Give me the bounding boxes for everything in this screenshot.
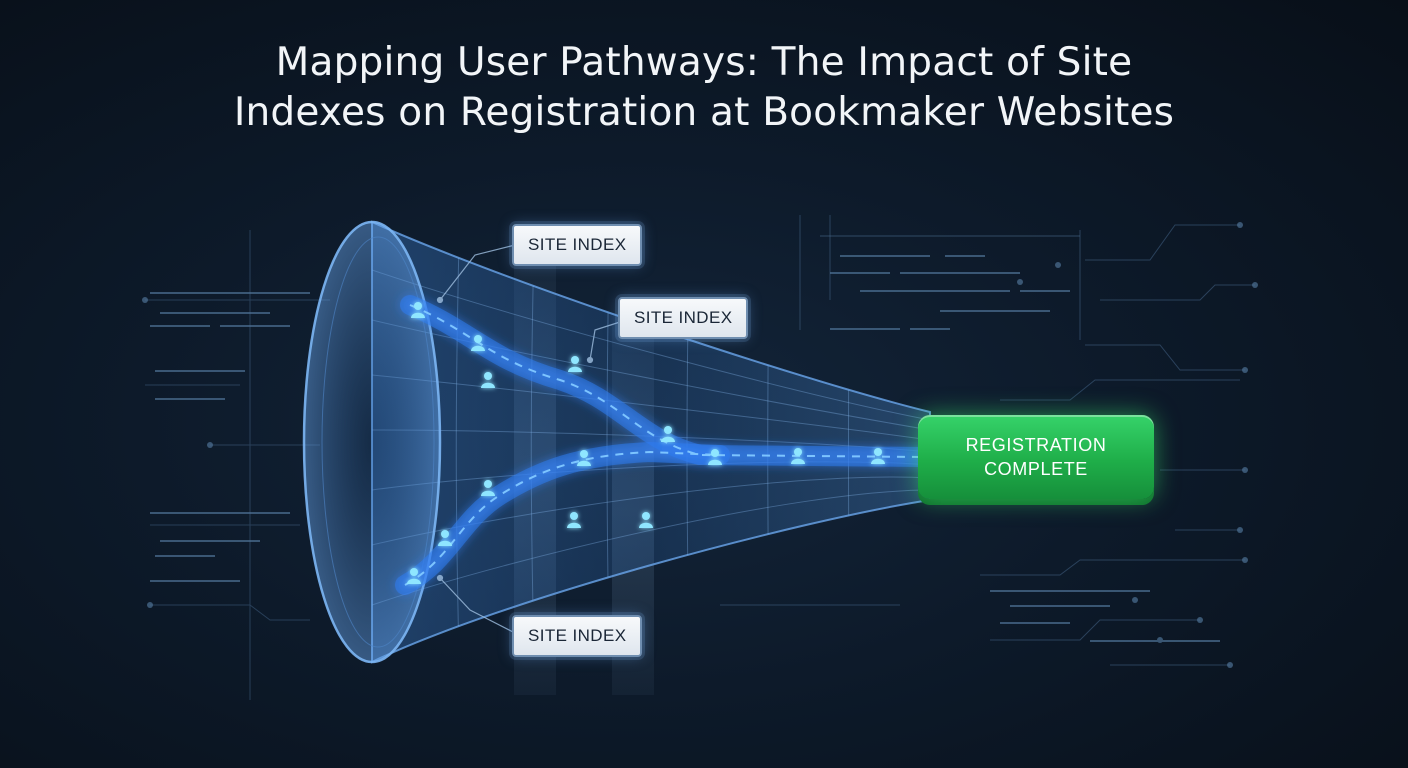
title-line-2: Indexes on Registration at Bookmaker Web… [233, 90, 1175, 135]
pathway-lower-core [404, 450, 721, 586]
user-icon [411, 302, 425, 318]
circuit-dots-right [820, 222, 1258, 668]
funnel-mouth [302, 220, 442, 664]
user-icon [481, 372, 495, 388]
goal-line-1: REGISTRATION [965, 435, 1107, 455]
user-icon [871, 448, 885, 464]
user-icon [577, 450, 591, 466]
registration-complete-badge: REGISTRATION COMPLETE [918, 415, 1154, 499]
label-connectors [436, 244, 621, 634]
user-icons [407, 302, 885, 584]
user-icon [568, 356, 582, 372]
circuit-traces-left [145, 230, 330, 700]
title-line-1: Mapping User Pathways: The Impact of Sit… [275, 40, 1133, 85]
user-icon [639, 512, 653, 528]
circuit-dots-left [142, 292, 310, 608]
site-index-label-middle: SITE INDEX [618, 297, 749, 339]
circuit-traces-right [720, 215, 1255, 666]
page-title: Mapping User Pathways: The Impact of Sit… [0, 38, 1408, 138]
user-pathways [395, 295, 935, 595]
user-icon [471, 335, 485, 351]
goal-line-2: COMPLETE [984, 459, 1088, 479]
user-icon [407, 568, 421, 584]
user-icon [708, 449, 722, 465]
user-icon [438, 530, 452, 546]
user-icon [661, 426, 675, 442]
user-icon [567, 512, 581, 528]
site-index-label-bottom: SITE INDEX [512, 615, 643, 657]
site-index-label-top: SITE INDEX [512, 224, 643, 266]
user-icon [481, 480, 495, 496]
pathway-upper-core [409, 304, 926, 458]
user-icon [791, 448, 805, 464]
funnel-mouth-inner [321, 236, 435, 648]
